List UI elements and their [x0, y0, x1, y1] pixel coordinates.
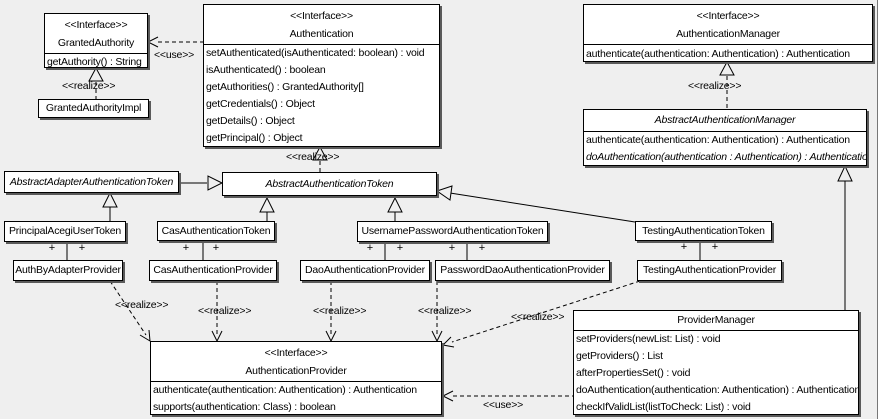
class-password-dao-authentication-provider: PasswordDaoAuthenticationProvider	[435, 260, 610, 281]
method-row: authenticate(authentication: Authenticat…	[153, 384, 417, 396]
realize-label: <<realize>>	[511, 311, 565, 323]
class-abstract-adapter-authentication-token: AbstractAdapterAuthenticationToken	[4, 171, 179, 193]
class-granted-authority-impl: GrantedAuthorityImpl	[38, 99, 149, 118]
stereotype-label: <<Interface>>	[264, 347, 328, 359]
class-name: ProviderManager	[677, 314, 755, 326]
class-name: AuthByAdapterProvider	[15, 264, 121, 276]
class-provider-manager: ProviderManager setProviders(newList: Li…	[573, 310, 859, 415]
class-name: PasswordDaoAuthenticationProvider	[440, 264, 605, 276]
class-name: CasAuthenticationProvider	[153, 264, 273, 276]
class-testing-authentication-provider: TestingAuthenticationProvider	[637, 260, 782, 281]
use-label: <<use>>	[483, 399, 524, 411]
class-authentication: <<Interface>> Authentication setAuthenti…	[203, 4, 440, 147]
method-row: setAuthenticated(isAuthenticated: boolea…	[206, 47, 425, 59]
realize-label: <<realize>>	[418, 305, 472, 317]
class-username-password-authentication-token: UsernamePasswordAuthenticationToken	[357, 221, 548, 242]
association-plus: +	[212, 242, 220, 254]
class-granted-authority: <<Interface>> GrantedAuthority getAuthor…	[44, 13, 148, 68]
method-row: getCredentials() : Object	[206, 98, 315, 110]
class-name: Authentication	[289, 28, 354, 40]
method-row: checkIfValidList(listToCheck: List) : vo…	[576, 401, 751, 413]
class-name: GrantedAuthorityImpl	[45, 102, 142, 114]
class-name: AbstractAuthenticationManager	[654, 114, 796, 126]
class-name: AbstractAuthenticationToken	[265, 177, 394, 190]
method-row: afterPropertiesSet() : void	[576, 367, 691, 379]
class-name: TestingAuthenticationToken	[642, 224, 765, 237]
class-testing-authentication-token: TestingAuthenticationToken	[635, 221, 772, 241]
method-row: authenticate(authentication: Authenticat…	[586, 48, 850, 60]
class-cas-authentication-provider: CasAuthenticationProvider	[149, 260, 277, 281]
realize-label: <<realize>>	[688, 80, 742, 92]
class-name: GrantedAuthority	[57, 37, 135, 49]
realize-label: <<realize>>	[286, 151, 340, 163]
class-cas-authentication-token: CasAuthenticationToken	[157, 221, 275, 241]
class-name: DaoAuthenticationProvider	[305, 264, 425, 276]
class-authentication-provider: <<Interface>> AuthenticationProvider aut…	[150, 341, 442, 415]
method-row: setProviders(newList: List) : void	[576, 333, 721, 345]
association-plus: +	[711, 241, 719, 253]
method-row: doAuthentication(authentication: Authent…	[576, 384, 858, 396]
use-label: <<use>>	[154, 49, 195, 61]
class-name: AbstractAdapterAuthenticationToken	[9, 175, 174, 188]
method-row: getDetails() : Object	[206, 115, 295, 127]
class-name: PrincipalAcegiUserToken	[8, 225, 122, 237]
association-plus: +	[448, 242, 456, 254]
method-row: getAuthorities() : GrantedAuthority[]	[206, 81, 364, 93]
class-name: UsernamePasswordAuthenticationToken	[361, 225, 544, 237]
method-row: getProviders() : List	[576, 350, 663, 362]
class-abstract-authentication-token: AbstractAuthenticationToken	[222, 172, 437, 196]
class-name: CasAuthenticationToken	[161, 224, 271, 237]
method-row: getAuthority() : String	[47, 56, 142, 68]
method-row: supports(authentication: Class) : boolea…	[153, 401, 336, 413]
stereotype-label: <<Interface>>	[64, 19, 128, 31]
association-plus: +	[396, 242, 404, 254]
association-plus: +	[680, 241, 688, 253]
method-row: authenticate(authentication: Authenticat…	[586, 134, 850, 146]
realize-label: <<realize>>	[62, 80, 116, 92]
stereotype-label: <<Interface>>	[696, 10, 760, 22]
class-principal-acegi-user-token: PrincipalAcegiUserToken	[4, 221, 126, 242]
association-plus: +	[48, 242, 56, 254]
method-row: isAuthenticated() : boolean	[206, 64, 326, 76]
association-plus: +	[366, 242, 374, 254]
class-auth-by-adapter-provider: AuthByAdapterProvider	[13, 260, 123, 281]
class-authentication-manager: <<Interface>> AuthenticationManager auth…	[583, 4, 873, 62]
association-plus: +	[478, 242, 486, 254]
association-plus: +	[182, 242, 190, 254]
class-dao-authentication-provider: DaoAuthenticationProvider	[300, 260, 430, 281]
realize-label: <<realize>>	[198, 305, 252, 317]
class-abstract-authentication-manager: AbstractAuthenticationManager authentica…	[583, 109, 867, 166]
method-row: doAuthentication(authentication : Authen…	[586, 151, 866, 163]
association-plus: +	[78, 242, 86, 254]
realize-label: <<realize>>	[115, 299, 169, 311]
stereotype-label: <<Interface>>	[290, 10, 353, 22]
class-name: AuthenticationProvider	[245, 365, 347, 377]
method-row: getPrincipal() : Object	[206, 132, 303, 144]
class-name: TestingAuthenticationProvider	[642, 264, 777, 276]
class-name: AuthenticationManager	[676, 28, 780, 40]
realize-label: <<realize>>	[313, 305, 367, 317]
